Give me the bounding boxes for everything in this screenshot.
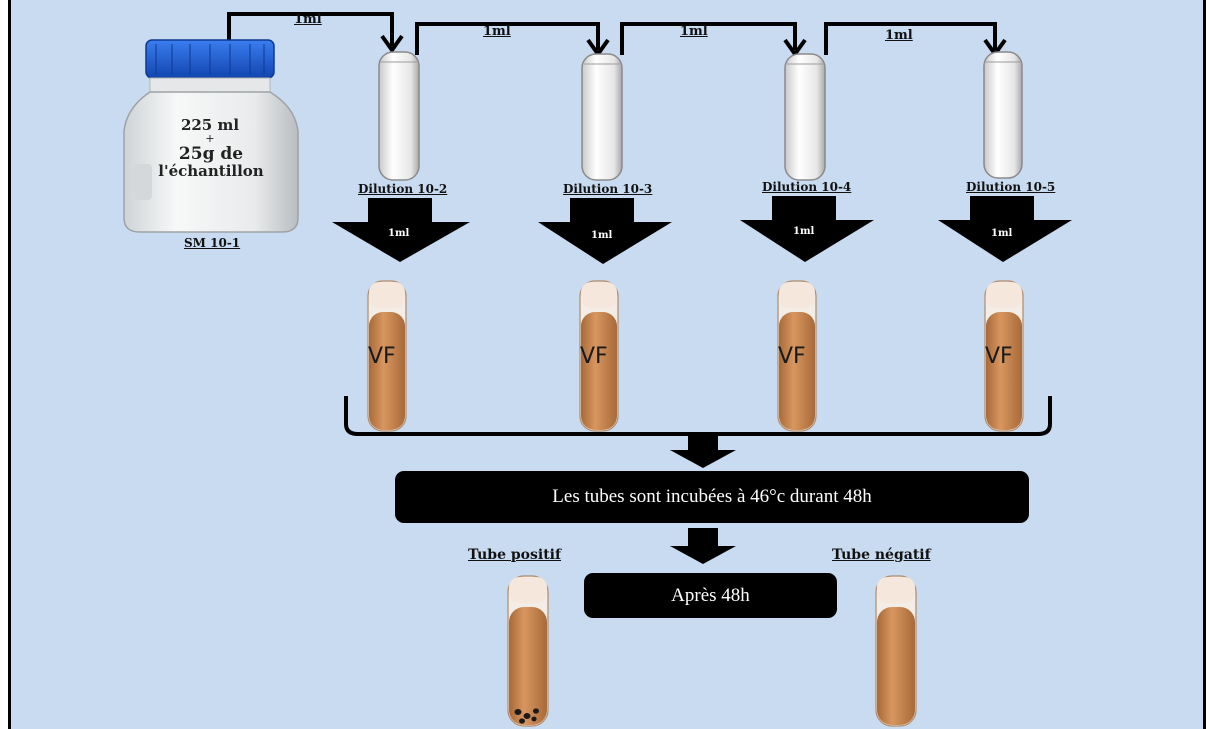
- negative-tube: [875, 575, 917, 727]
- arrow-label-4: 1ml: [991, 228, 1013, 239]
- transfer-label-2: 1ml: [483, 24, 511, 39]
- bottle-volume: 225 ml: [180, 116, 240, 134]
- dilution-label-1: Dilution 10-2: [358, 182, 448, 196]
- transfer-label-4: 1ml: [885, 28, 913, 43]
- dilution-tube-2: [581, 53, 623, 181]
- vf-label-1: VF: [368, 344, 396, 369]
- positive-tube: [507, 575, 549, 727]
- transfer-label-1: 1ml: [294, 12, 322, 27]
- transfer-arrow-tube2-to-tube3: [620, 22, 807, 58]
- vf-label-4: VF: [985, 344, 1013, 369]
- arrow-label-3: 1ml: [793, 226, 815, 237]
- dilution-label-3: Dilution 10-4: [762, 180, 852, 194]
- bottle-plus: +: [205, 132, 215, 145]
- transfer-arrow-tube1-to-tube2: [415, 22, 610, 58]
- transfer-label-3: 1ml: [680, 24, 708, 39]
- incubation-box: Les tubes sont incubées à 46°c durant 48…: [395, 471, 1029, 523]
- sample-bottle: [123, 39, 299, 233]
- dilution-tube-4: [983, 51, 1023, 179]
- arrow-label-2: 1ml: [591, 230, 613, 241]
- bottle-sample-line1: 25g de: [178, 144, 244, 164]
- vf-tube-3: [777, 280, 817, 432]
- vf-label-2: VF: [580, 344, 608, 369]
- transfer-arrow-tube3-to-tube4: [824, 22, 1007, 58]
- bottle-sample-line2: l'échantillon: [158, 162, 264, 180]
- down-arrow-after: [670, 528, 736, 564]
- vf-tube-4: [984, 280, 1024, 432]
- vf-tube-2: [579, 280, 619, 432]
- dilution-tube-3: [784, 53, 826, 181]
- arrow-label-1: 1ml: [388, 228, 410, 239]
- negative-tube-label: Tube négatif: [832, 547, 931, 563]
- vf-label-3: VF: [778, 344, 806, 369]
- down-arrow-1: [332, 198, 470, 262]
- dilution-tube-1: [378, 51, 420, 181]
- down-arrow-3: [740, 196, 874, 262]
- transfer-arrow-bottle-to-tube1: [227, 12, 404, 54]
- dilution-label-4: Dilution 10-5: [966, 180, 1056, 194]
- bottle-label: SM 10-1: [184, 236, 241, 250]
- after-text: Après 48h: [671, 584, 750, 606]
- grouping-bracket: [344, 396, 1052, 436]
- down-arrow-incubation: [670, 434, 736, 468]
- dilution-label-2: Dilution 10-3: [563, 182, 653, 196]
- down-arrow-4: [938, 196, 1072, 262]
- vf-tube-1: [367, 280, 407, 432]
- incubation-text: Les tubes sont incubées à 46°c durant 48…: [552, 486, 872, 507]
- after-box: Après 48h: [584, 573, 837, 618]
- down-arrow-2: [538, 198, 672, 264]
- positive-tube-label: Tube positif: [468, 547, 562, 563]
